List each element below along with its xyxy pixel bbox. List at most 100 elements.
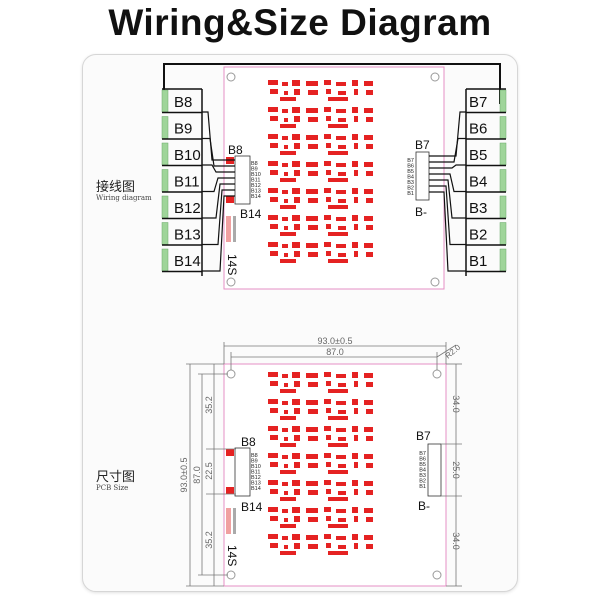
cell-label: B2 bbox=[469, 227, 487, 244]
pin-label: B4 bbox=[419, 468, 426, 474]
pcb-component bbox=[324, 215, 331, 220]
pcb-component bbox=[268, 80, 278, 85]
pcb-component bbox=[268, 507, 278, 512]
pcb-component bbox=[292, 372, 300, 378]
pcb-component bbox=[292, 80, 300, 86]
pcb-component bbox=[306, 108, 318, 113]
pcb-component bbox=[308, 490, 318, 495]
pcb-component bbox=[324, 134, 331, 139]
pcb-component bbox=[338, 118, 346, 122]
cell-wire bbox=[202, 111, 235, 161]
pcb-component bbox=[328, 151, 348, 155]
cell-wire bbox=[202, 195, 235, 272]
pcb-component bbox=[354, 381, 358, 387]
pcb-component bbox=[284, 410, 288, 414]
pcb-component bbox=[308, 517, 318, 522]
pcb-component bbox=[324, 242, 331, 247]
size-right-connector-bottom-label: B- bbox=[418, 499, 430, 513]
pcb-component bbox=[328, 259, 348, 263]
left-connector-body bbox=[234, 155, 251, 205]
pcb-component bbox=[354, 462, 358, 468]
pcb-component bbox=[308, 117, 318, 122]
pcb-component bbox=[268, 215, 278, 220]
pcb-component bbox=[306, 535, 318, 540]
pcb-component bbox=[306, 481, 318, 486]
pcb-component bbox=[366, 252, 373, 257]
pcb-component bbox=[270, 543, 278, 548]
pcb-component bbox=[306, 189, 318, 194]
pin-label: B14 bbox=[251, 486, 261, 492]
pcb-component bbox=[268, 453, 278, 458]
cell-wire bbox=[202, 183, 235, 219]
pcb-component bbox=[280, 232, 296, 236]
pcb-component bbox=[292, 134, 300, 140]
pcb-component bbox=[366, 117, 373, 122]
cell-label: B4 bbox=[469, 174, 487, 191]
cell-battery bbox=[161, 195, 169, 219]
model-text-mark bbox=[233, 216, 236, 242]
cell-battery bbox=[499, 195, 507, 219]
pcb-component bbox=[294, 116, 300, 122]
pcb-component bbox=[308, 382, 318, 387]
pcb-component bbox=[284, 91, 288, 95]
pcb-component bbox=[354, 435, 358, 441]
pcb-component bbox=[282, 374, 288, 378]
pcb-component bbox=[284, 437, 288, 441]
pcb-component bbox=[292, 107, 300, 113]
cell-label: B9 bbox=[174, 121, 192, 138]
wiring-section-label: 接线图 bbox=[96, 180, 136, 195]
wiring-section-sublabel: Wiring diagram bbox=[96, 194, 152, 202]
pcb-component bbox=[292, 453, 300, 459]
pcb-component bbox=[284, 172, 288, 176]
dim-right-segment-mid: 25.0 bbox=[451, 461, 461, 479]
pcb-component bbox=[338, 545, 346, 549]
pcb-component bbox=[308, 171, 318, 176]
cell-battery bbox=[499, 248, 507, 272]
cell-wires bbox=[202, 111, 466, 272]
cell-battery bbox=[499, 116, 507, 139]
pcb-component bbox=[328, 443, 348, 447]
pcb-component bbox=[268, 372, 278, 377]
pcb-component bbox=[294, 224, 300, 230]
pcb-component bbox=[280, 389, 296, 393]
pcb-component bbox=[324, 534, 331, 539]
pcb-component bbox=[282, 190, 288, 194]
pin-label: B7 bbox=[419, 451, 426, 457]
cell-battery bbox=[161, 142, 169, 166]
pcb-component bbox=[280, 124, 296, 128]
cell-battery bbox=[161, 222, 169, 245]
pcb-component bbox=[306, 454, 318, 459]
pcb-component bbox=[366, 90, 373, 95]
size-hole-br bbox=[432, 570, 442, 580]
pcb-component bbox=[336, 482, 346, 486]
pcb-component bbox=[280, 551, 296, 555]
pcb-component bbox=[336, 190, 346, 194]
pcb-component bbox=[336, 455, 346, 459]
pin-label: B1 bbox=[407, 191, 414, 197]
pin-label: B12 bbox=[251, 475, 261, 481]
pcb-component bbox=[364, 508, 373, 513]
pcb-component bbox=[366, 171, 373, 176]
pcb-component bbox=[282, 244, 288, 248]
pcb-component bbox=[354, 516, 358, 522]
pcb-component bbox=[294, 89, 300, 95]
pcb-component bbox=[270, 381, 278, 386]
size-components bbox=[268, 372, 373, 555]
pcb-component bbox=[326, 435, 331, 440]
pcb-component bbox=[352, 480, 358, 486]
cell-wire bbox=[202, 164, 235, 173]
pcb-component bbox=[366, 382, 373, 387]
pcb-component bbox=[292, 188, 300, 194]
pcb-component bbox=[306, 216, 318, 221]
pcb-component bbox=[280, 259, 296, 263]
pcb-component bbox=[366, 544, 373, 549]
pcb-component bbox=[268, 107, 278, 112]
pcb-component bbox=[326, 197, 331, 202]
pcb-component bbox=[338, 464, 346, 468]
mount-hole-br bbox=[430, 277, 440, 287]
cell-label: B13 bbox=[174, 227, 201, 244]
pcb-component bbox=[326, 251, 331, 256]
